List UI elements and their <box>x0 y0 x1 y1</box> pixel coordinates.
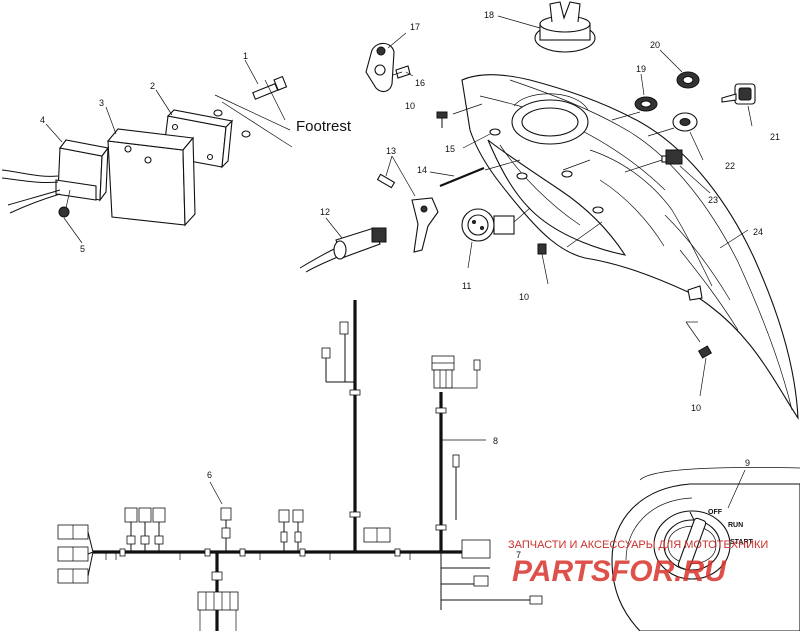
switch-run-label: RUN <box>728 522 743 529</box>
footrest-label: Footrest <box>296 118 352 135</box>
grommet-part-19 <box>634 73 658 112</box>
callout-1: 1 <box>243 51 248 61</box>
callout-6: 6 <box>207 470 212 480</box>
callout-13: 13 <box>386 146 396 156</box>
bolt-part-1 <box>252 75 288 121</box>
grommet-part-22 <box>672 112 704 161</box>
callout-15: 15 <box>445 144 455 154</box>
screw-part-5 <box>58 189 71 218</box>
callout-5: 5 <box>80 244 85 254</box>
washer-icon <box>241 130 251 138</box>
screw-part-10 <box>436 111 448 128</box>
callout-12: 12 <box>320 207 330 217</box>
screw-part-16 <box>392 65 414 79</box>
callout-14: 14 <box>417 165 427 175</box>
callout-9: 9 <box>745 458 750 468</box>
watermark: ЗАПЧАСТИ И АКСЕССУАРЫ ДЛЯ МОТОТЕХНИКИ PA… <box>508 539 768 588</box>
switch-start-label: START <box>730 539 754 546</box>
socket-part-18 <box>497 1 596 53</box>
callout-17: 17 <box>410 22 420 32</box>
callout-20: 20 <box>650 40 660 50</box>
key-part-21 <box>721 83 756 127</box>
rod-part-14 <box>429 166 485 188</box>
cdi-module-part-4 <box>55 139 109 202</box>
callout-8: 8 <box>493 436 498 446</box>
hood-part-24 <box>461 74 799 420</box>
lever-part-13 <box>376 155 439 253</box>
callout-22: 22 <box>725 161 735 171</box>
switch-off-label: OFF <box>708 509 723 516</box>
callout-21: 21 <box>770 132 780 142</box>
callout-24: 24 <box>753 227 763 237</box>
callout-10-mid: 10 <box>519 292 529 302</box>
cdi-assembly <box>1 59 293 244</box>
callout-19: 19 <box>636 64 646 74</box>
wiring-harness <box>57 300 543 631</box>
mount-part-3 <box>106 128 196 227</box>
screw-part-10 <box>537 243 549 285</box>
callout-7: 7 <box>516 550 521 560</box>
callout-4: 4 <box>40 115 45 125</box>
switch-part-11 <box>461 207 531 269</box>
watermark-caption: ЗАПЧАСТИ И АКСЕССУАРЫ ДЛЯ МОТОТЕХНИКИ <box>508 539 768 551</box>
callout-2: 2 <box>150 81 155 91</box>
callout-18: 18 <box>484 10 494 20</box>
callout-3: 3 <box>99 98 104 108</box>
callout-23: 23 <box>708 195 718 205</box>
washer-icon <box>213 109 223 117</box>
bracket-part-17 <box>365 32 407 93</box>
hood-assembly <box>452 74 799 420</box>
connector-part-23 <box>661 149 711 194</box>
callout-10-bottom: 10 <box>691 403 701 413</box>
callout-11: 11 <box>462 281 471 291</box>
watermark-brand: PARTSFOR.RU <box>512 555 727 588</box>
grommet-part-20 <box>659 49 700 89</box>
callout-labels: 1 2 3 4 5 6 7 8 9 10 10 10 11 12 13 14 1… <box>40 10 780 560</box>
sensor-part-12 <box>299 217 387 273</box>
callout-16: 16 <box>415 78 425 88</box>
callout-10-top: 10 <box>405 101 415 111</box>
screw-part-10 <box>697 345 713 397</box>
ignition-switch-part-9 <box>611 467 800 632</box>
headlight-cup <box>511 93 589 145</box>
